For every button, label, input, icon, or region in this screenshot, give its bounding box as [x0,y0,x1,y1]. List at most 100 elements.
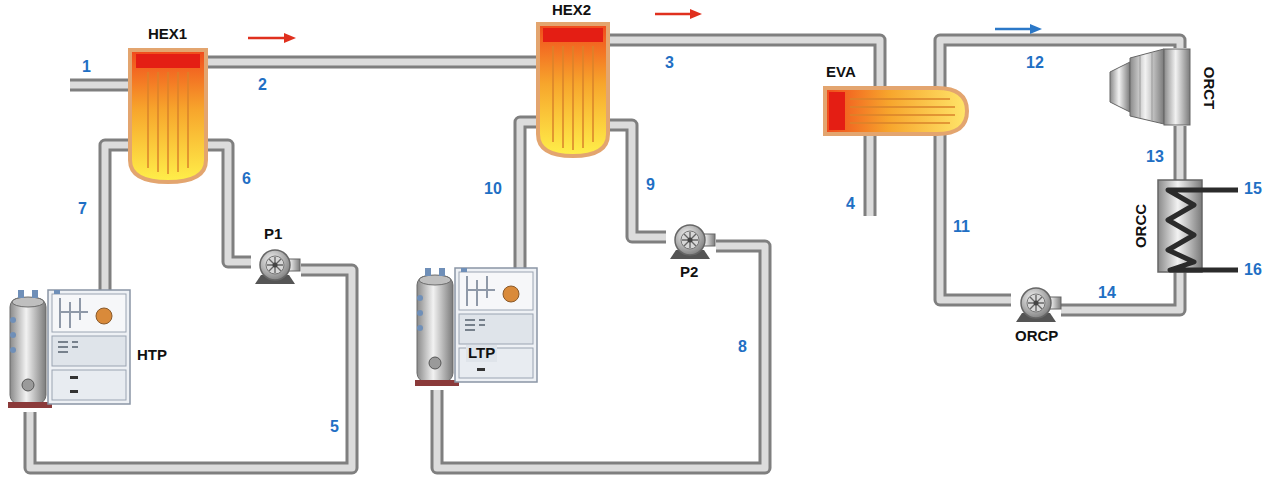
pipe-connector-part [609,40,880,88]
turbine-node: ORCT [1108,48,1191,126]
condenser-node: ORCC [1158,180,1202,272]
callout-number: 2 [258,76,267,94]
pipe-connector-part [609,125,666,237]
pump-symbol [255,250,300,284]
flow-arrows-part [655,13,692,16]
pipe-connector-part [105,145,130,290]
evaporator-symbol [825,88,967,134]
flow-arrows-part [1030,24,1042,34]
pipe-connector-part [609,125,666,237]
evaporator-node: EVA [825,88,967,134]
callout-number: 14 [1098,284,1116,302]
callout-number: 16 [1244,261,1262,279]
turbine-symbol-part [1164,49,1190,125]
turbine-symbol-part [1110,62,1130,112]
pump-symbol-part [670,225,715,259]
pipe-connector-part [520,122,538,268]
outlet-pipe [870,130,871,216]
outlet-pipe-part [867,130,874,216]
pipe-connector [1180,126,1181,180]
heat-pump-node: HTP [8,290,132,412]
condenser-symbol-part [1168,190,1238,270]
heat-exchanger-symbol-part [136,54,200,68]
pipe-connector-part [105,145,130,290]
pump-symbol [1016,288,1061,322]
callout-number: 7 [78,200,87,218]
heat-pump-unit [8,290,130,408]
pipe-connector [207,145,251,262]
heat-exchanger-symbol-part [553,46,593,150]
pipe-connector [520,122,538,268]
component-label: LTP [466,345,497,362]
callout-number: 12 [1026,54,1044,72]
callout-number: 4 [846,195,855,213]
heat-exchanger-symbol [538,24,608,156]
pump-node: P1 [251,249,301,284]
flow-arrows-part [995,28,1032,31]
evaporator-symbol-part [825,88,967,134]
inlet-pipe-part [70,82,132,89]
heat-exchanger-symbol-part [148,72,188,174]
component-label: ORCC [1133,204,1150,248]
heat-exchanger-node: HEX2 [538,22,609,157]
pipe-connector-part [207,145,251,262]
flow-arrows-part [690,9,702,19]
pipe-connector-part [207,56,538,69]
outlet-pipe-part [864,130,877,216]
pipe-connector [609,40,880,88]
pump-symbol [670,225,715,259]
evaporator-symbol-part [829,92,845,130]
component-label: EVA [826,64,856,81]
pump-node: ORCP [1011,287,1061,322]
pump-node: P2 [666,224,716,259]
component-label: HTP [137,347,167,364]
component-label: P2 [680,264,698,281]
pipe-connector [105,145,130,290]
heat-pump-unit-part [8,290,130,408]
callout-number: 9 [646,176,655,194]
pipe-connector [940,134,1011,300]
pipe-connector-part [1061,272,1180,310]
turbine-symbol [1110,49,1190,125]
heat-pump-node: LTP [415,268,539,390]
callout-number: 13 [1146,148,1164,166]
pipe-connector [1061,272,1180,310]
callout-number: 11 [953,218,970,236]
heat-pump-unit-part [415,268,537,386]
pipe-connector-part [520,122,538,268]
component-label: HEX1 [148,26,187,43]
callout-number: 8 [738,338,747,356]
inlet-pipe [70,85,132,86]
callout-number: 10 [484,180,502,198]
pipe-connector-part [207,145,251,262]
inlet-pipe-part [70,79,132,92]
condenser-symbol [1158,180,1238,272]
component-label: ORCP [1015,328,1058,345]
heat-exchanger-symbol-part [538,24,608,156]
heat-exchanger-symbol [130,50,206,182]
pipe-connector [207,62,538,63]
heat-exchanger-symbol-part [130,50,206,182]
flow-arrows [248,9,1042,43]
pipe-connector [609,125,666,237]
component-label: P1 [264,226,282,243]
turbine-symbol-part [1130,49,1164,124]
callout-number: 15 [1244,180,1262,198]
pipe-connector-part [1177,126,1184,180]
callout-number: 3 [665,54,674,72]
pipe-connector-part [940,134,1011,300]
callout-number: 5 [330,418,339,436]
evaporator-symbol-part [850,99,955,123]
pipe-connector-part [609,40,880,88]
component-label: HEX2 [552,2,591,19]
turbine-symbol-part [1140,53,1152,121]
heat-pump-unit [415,268,537,386]
flow-arrows-part [284,33,296,43]
heat-exchanger-symbol-part [543,28,603,42]
pump-symbol-part [1016,288,1061,322]
callout-number: 1 [82,58,91,76]
pipe-connector-part [1061,272,1180,310]
pump-symbol-part [255,250,300,284]
